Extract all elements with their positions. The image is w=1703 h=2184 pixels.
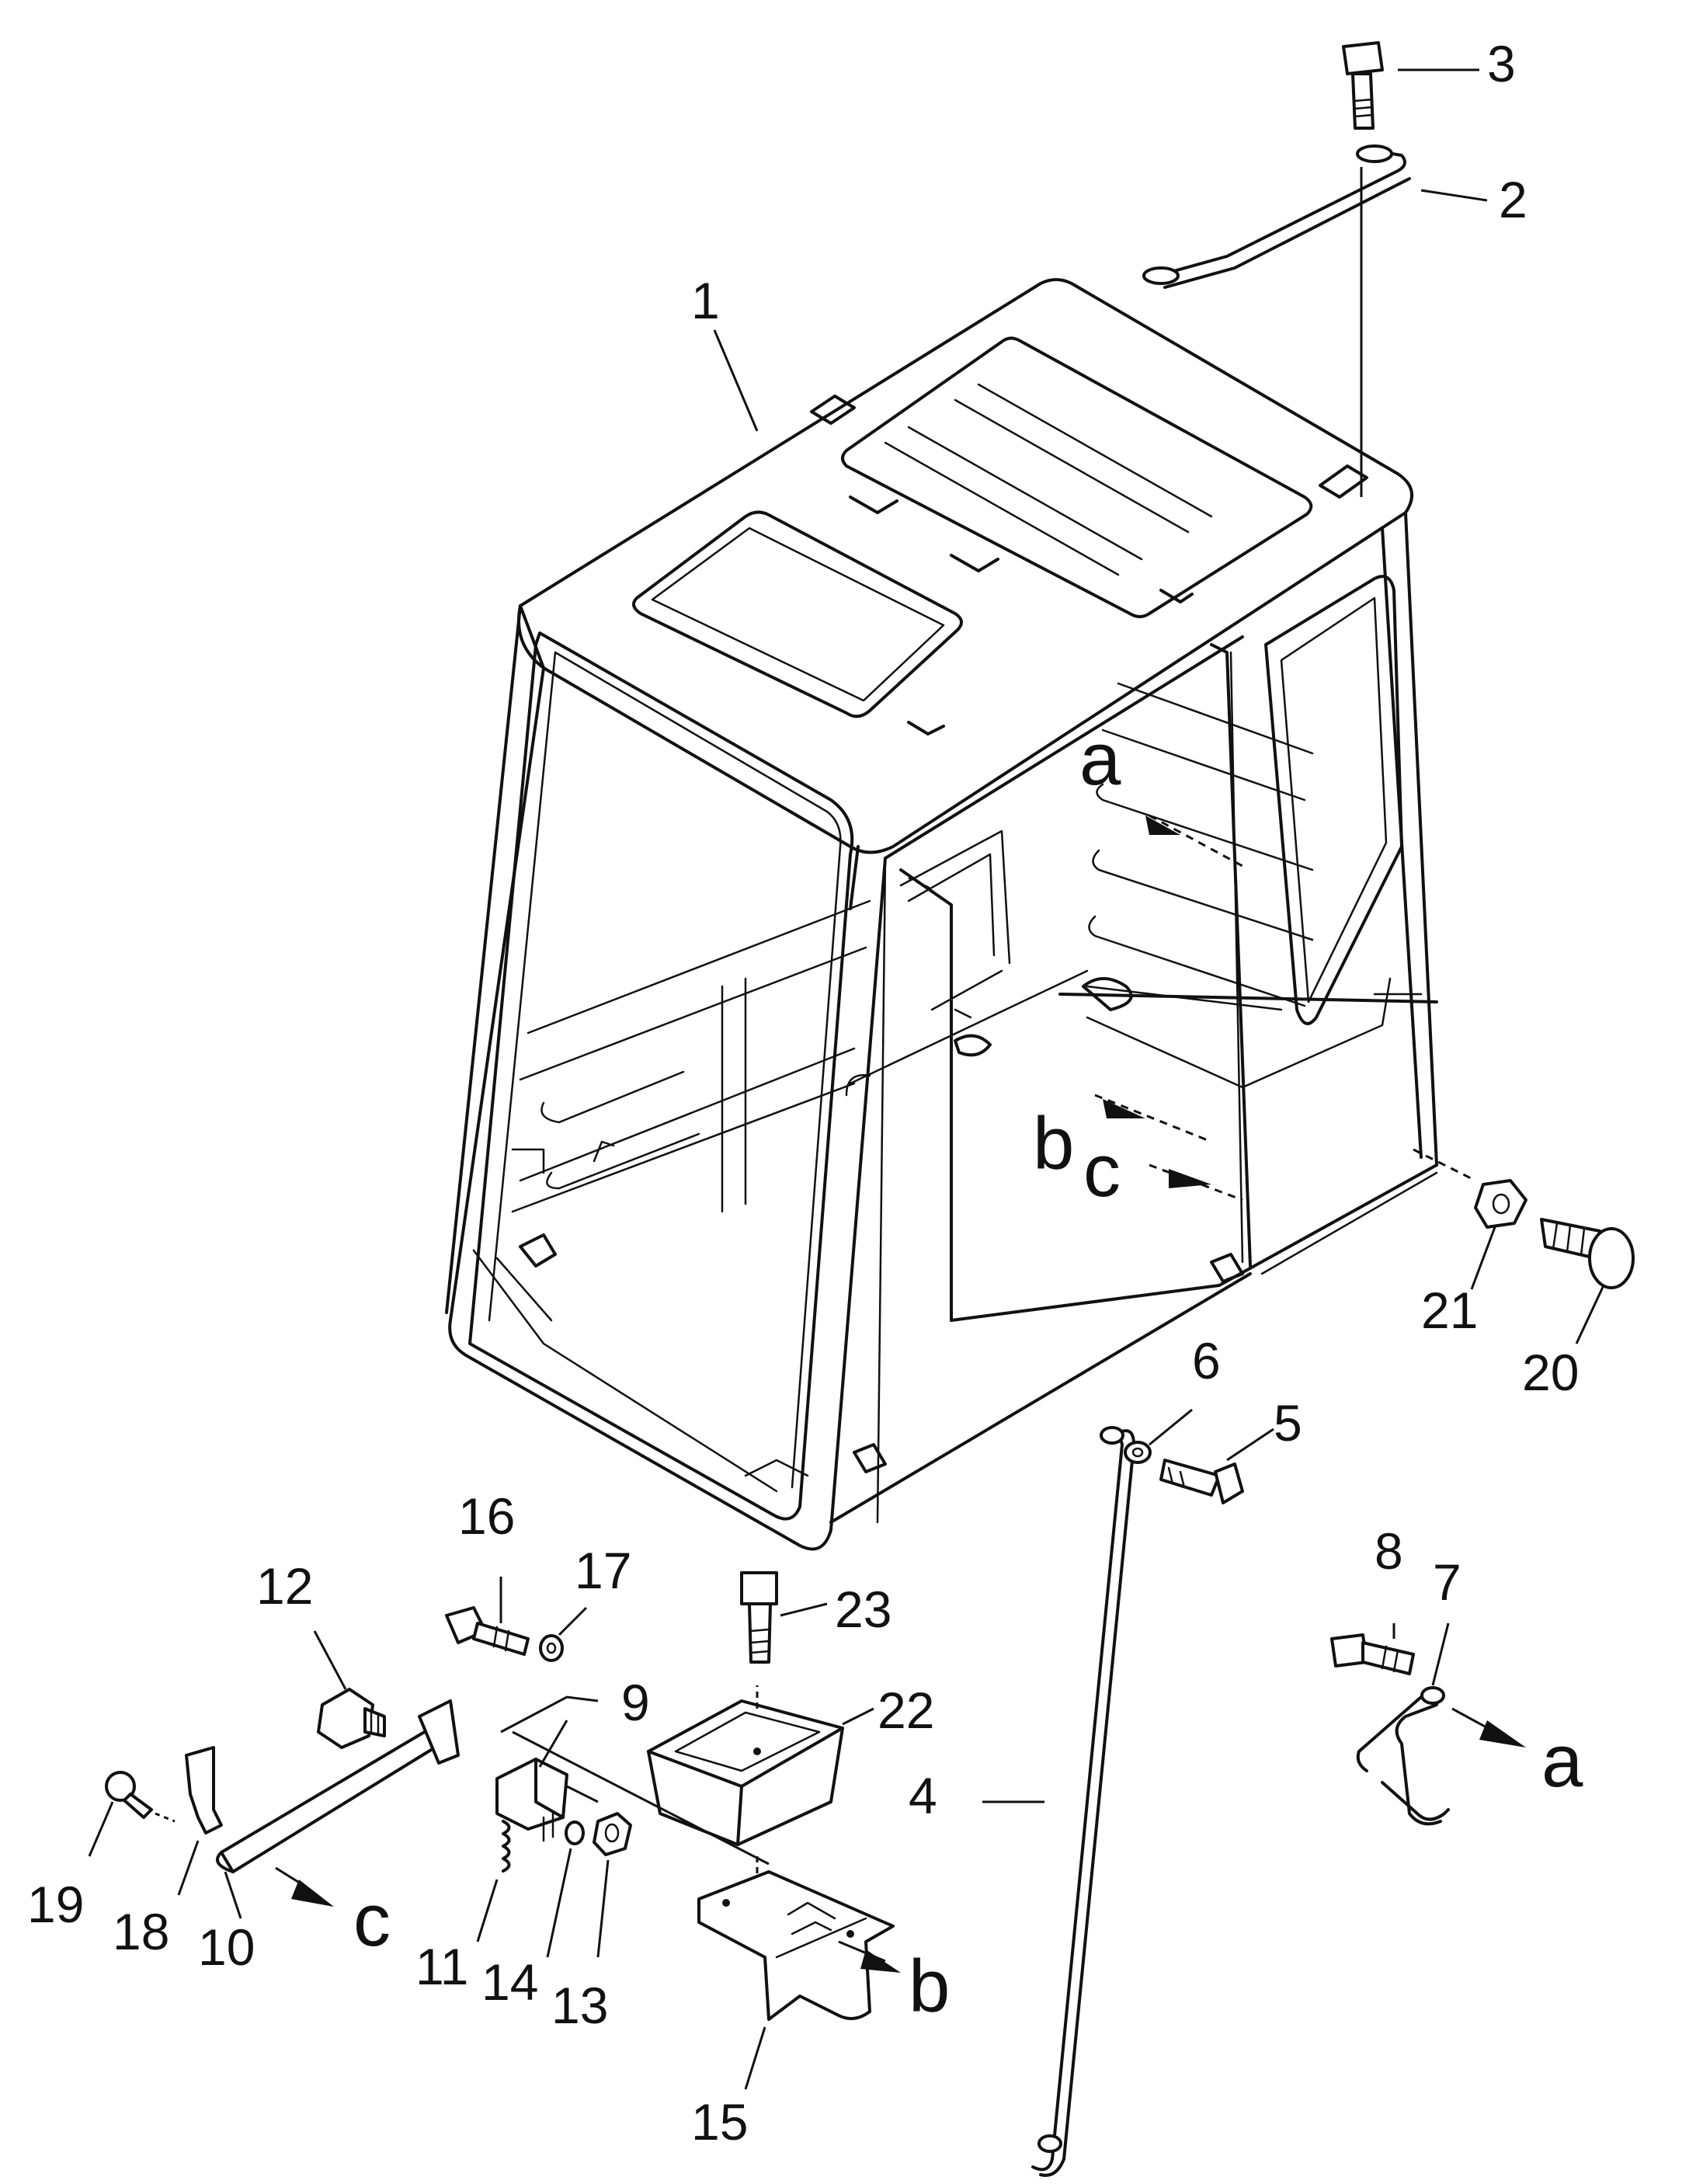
cab-marker-a: a — [1079, 718, 1121, 801]
part-10-rod — [216, 1699, 460, 1919]
callout-15: 15 — [691, 2093, 748, 2151]
cab-frame — [445, 278, 1438, 1551]
part-12-connector — [313, 1630, 386, 1749]
callout-21: 21 — [1421, 1282, 1478, 1339]
callout-labels: 1 2 3 4 5 6 7 8 9 10 11 12 13 14 15 16 1… — [27, 35, 1579, 2151]
part-22-tray — [647, 1685, 874, 1895]
part-7-marker-a: a — [1541, 1720, 1583, 1803]
part-18-clip — [177, 1746, 223, 1896]
callout-18: 18 — [113, 1903, 169, 1960]
callout-1: 1 — [691, 272, 720, 329]
callout-4: 4 — [909, 1767, 937, 1824]
callout-8: 8 — [1375, 1522, 1403, 1580]
part-6-washer — [1124, 1408, 1193, 1464]
callout-3: 3 — [1487, 35, 1516, 92]
callout-5: 5 — [1274, 1394, 1302, 1452]
part-4-handrail — [982, 1426, 1135, 2177]
part-11-spring — [476, 1820, 511, 1942]
callout-17: 17 — [575, 1542, 631, 1599]
part-15-bracket — [697, 1870, 901, 2090]
left-front-pillar — [448, 666, 887, 1551]
callout-2: 2 — [1499, 171, 1527, 228]
right-front-pillar — [899, 868, 953, 1322]
left-door-window — [468, 631, 854, 1521]
part-14-washer — [546, 1821, 585, 1958]
part-20-bolt — [1540, 1218, 1635, 1344]
roof-front-window — [632, 510, 963, 718]
cab-roof — [517, 278, 1413, 854]
callout-13: 13 — [551, 1977, 608, 2034]
callout-23: 23 — [835, 1581, 891, 1638]
part-9-switch — [495, 1695, 770, 1866]
part-17-washer — [539, 1606, 588, 1662]
callout-16: 16 — [458, 1487, 515, 1545]
part-7-grab-handle — [1356, 1622, 1526, 1826]
part-16-bolt — [445, 1577, 530, 1656]
cab-connection-markers — [908, 814, 1476, 1202]
callout-12: 12 — [256, 1557, 313, 1615]
rear-pillar — [1210, 643, 1252, 1268]
callout-20: 20 — [1522, 1344, 1579, 1401]
callout-7: 7 — [1433, 1553, 1461, 1611]
callout-10: 10 — [198, 1918, 255, 1976]
callout-14: 14 — [481, 1953, 538, 2011]
callout-9: 9 — [621, 1674, 650, 1731]
part-8-bolt — [1330, 1623, 1415, 1675]
callout-11: 11 — [415, 1938, 469, 1995]
part-19-screw — [88, 1771, 176, 1857]
callout-22: 22 — [878, 1681, 934, 1739]
part-15-marker-b: b — [909, 1945, 950, 2028]
part-23-bolt — [740, 1571, 828, 1664]
part-10-marker-c: c — [353, 1879, 391, 1962]
roof-hatch — [841, 336, 1313, 618]
part-2-roof-bar — [1142, 144, 1411, 497]
part-5-bolt — [1159, 1428, 1274, 1504]
callout-6: 6 — [1192, 1332, 1221, 1389]
cab-marker-c: c — [1083, 1129, 1121, 1212]
cab-floor — [829, 1272, 1252, 1524]
right-door-window — [1264, 575, 1403, 1025]
part-3-bolt — [1342, 41, 1479, 130]
cab-marker-b: b — [1033, 1102, 1074, 1185]
part-13-nut — [593, 1812, 632, 1958]
part-21-nut — [1470, 1179, 1527, 1290]
callout-19: 19 — [27, 1876, 84, 1933]
